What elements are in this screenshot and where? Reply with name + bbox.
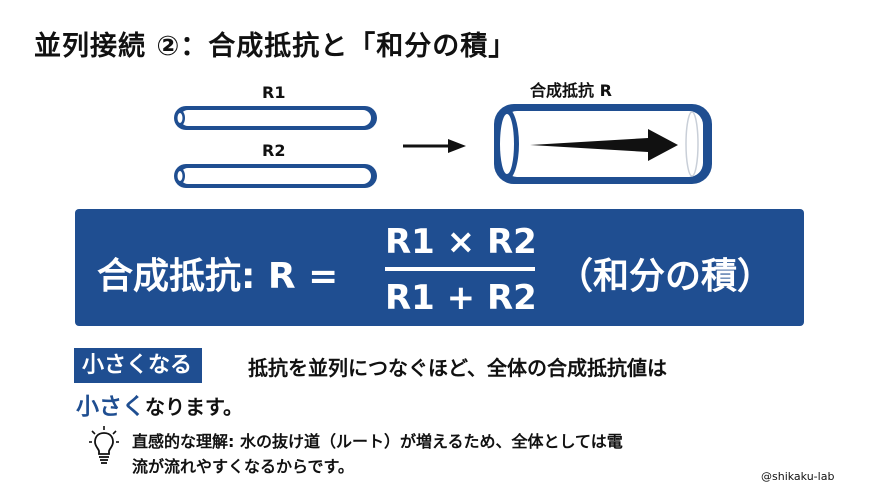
explanation-line-2-rest: なります。 <box>145 395 243 419</box>
page-title: 並列接続 ②：合成抵抗と「和分の積」 <box>34 31 517 62</box>
formula-numerator: R1 × R2 <box>385 222 537 262</box>
formula-fraction: R1 × R2 R1 + R2 <box>385 219 537 321</box>
explanation-line-2: 小さくなります。 <box>76 387 243 421</box>
r2-tube <box>174 164 377 188</box>
formula-denominator: R1 + R2 <box>385 278 537 318</box>
resistor-diagram: R1 R2 合成抵抗 R <box>174 81 712 188</box>
formula-box: 合成抵抗: R = R1 × R2 R1 + R2 （和分の積） <box>75 209 804 326</box>
explanation-line-1: 抵抗を並列につなぐほど、全体の合成抵抗値は <box>248 356 667 380</box>
r1-tube <box>174 106 377 130</box>
formula-lhs: 合成抵抗: R = <box>97 256 339 297</box>
transform-arrow-icon <box>403 139 466 153</box>
lightbulb-icon <box>89 426 119 464</box>
r2-label: R2 <box>262 141 285 160</box>
fraction-bar <box>385 267 535 271</box>
formula-name: （和分の積） <box>557 256 774 297</box>
emphasis-text: 小さく <box>76 394 145 420</box>
r1-label: R1 <box>262 83 285 102</box>
current-arrow-icon <box>530 129 678 161</box>
combined-label: 合成抵抗 R <box>530 81 612 100</box>
note-line-2: 流が流れやすくなるからです。 <box>132 457 354 476</box>
credit-text: @shikaku-lab <box>761 470 835 483</box>
summary-badge: 小さくなる <box>74 348 203 383</box>
note-line-1: 直感的な理解: 水の抜け道（ルート）が増えるため、全体としては電 <box>132 432 623 451</box>
